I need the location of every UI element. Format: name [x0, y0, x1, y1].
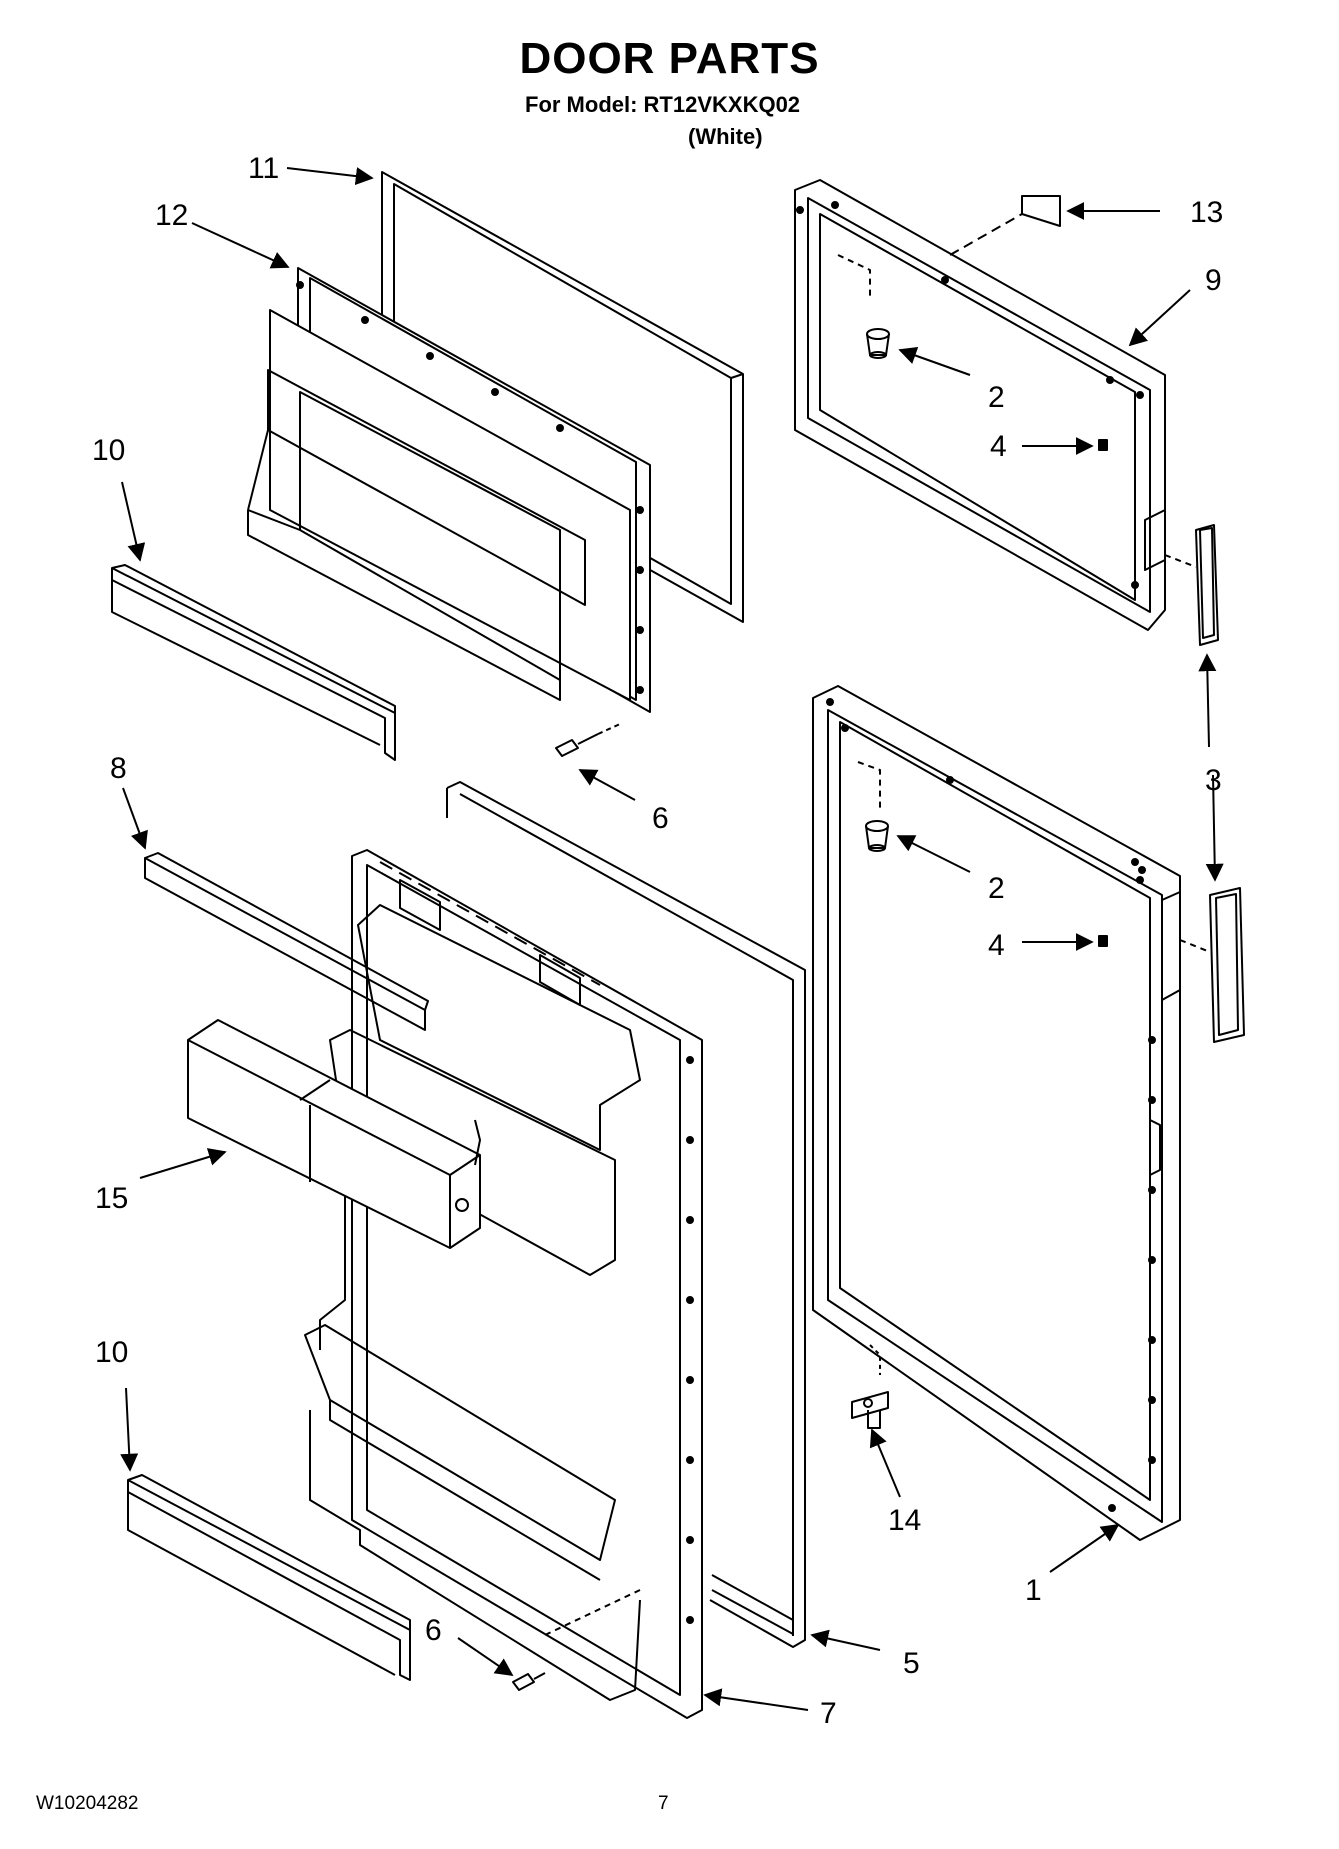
callout-8: 8 [110, 752, 127, 785]
page-number: 7 [658, 1793, 669, 1814]
callout-2-upper: 2 [988, 381, 1005, 414]
handle-lower-part [1179, 887, 1245, 1043]
freezer-trim-upper-part [111, 564, 396, 761]
callout-4-lower: 4 [988, 929, 1005, 962]
fresh-food-gasket-part [446, 781, 806, 1648]
fresh-food-door-liner-part [304, 849, 703, 1719]
callout-2-lower: 2 [988, 872, 1005, 905]
callout-1: 1 [1025, 1574, 1042, 1607]
callout-9: 9 [1205, 264, 1222, 297]
callout-11: 11 [248, 152, 279, 185]
callout-10-upper: 10 [92, 434, 125, 467]
callout-10-lower: 10 [95, 1336, 128, 1369]
screw-upper-part [555, 723, 621, 757]
freezer-door-liner-part [247, 267, 651, 713]
callout-3: 3 [1205, 764, 1222, 797]
callout-7: 7 [820, 1697, 837, 1730]
plug-lower-part [1098, 935, 1108, 947]
callout-13: 13 [1190, 196, 1223, 229]
dairy-compartment-part [187, 1019, 481, 1249]
callout-4-upper: 4 [990, 430, 1007, 463]
callout-15: 15 [95, 1182, 128, 1215]
leader-lines [120, 167, 1224, 1711]
hinge-part [851, 1391, 889, 1429]
bumper-lower-part [865, 820, 889, 852]
callout-5: 5 [903, 1647, 920, 1680]
callout-6-lower: 6 [425, 1614, 442, 1647]
callout-14: 14 [888, 1504, 921, 1537]
document-number: W10204282 [36, 1793, 139, 1814]
fresh-food-door-frame-part [812, 685, 1181, 1541]
callout-12: 12 [155, 199, 188, 232]
callout-6-upper: 6 [652, 802, 669, 835]
freezer-door-frame-part [794, 179, 1166, 631]
fresh-food-trim-lower-part [127, 1474, 411, 1681]
bumper-upper-part [866, 328, 890, 359]
label-part [1021, 195, 1061, 227]
color-line: (White) [688, 124, 763, 149]
plug-upper-part [1098, 439, 1108, 451]
model-line: For Model: RT12VKXKQ02 [525, 92, 801, 117]
page-title: DOOR PARTS [519, 34, 820, 83]
shelf-rail-part [144, 852, 429, 1031]
handle-upper-part [1164, 524, 1219, 646]
screw-lower-part [512, 1672, 546, 1691]
